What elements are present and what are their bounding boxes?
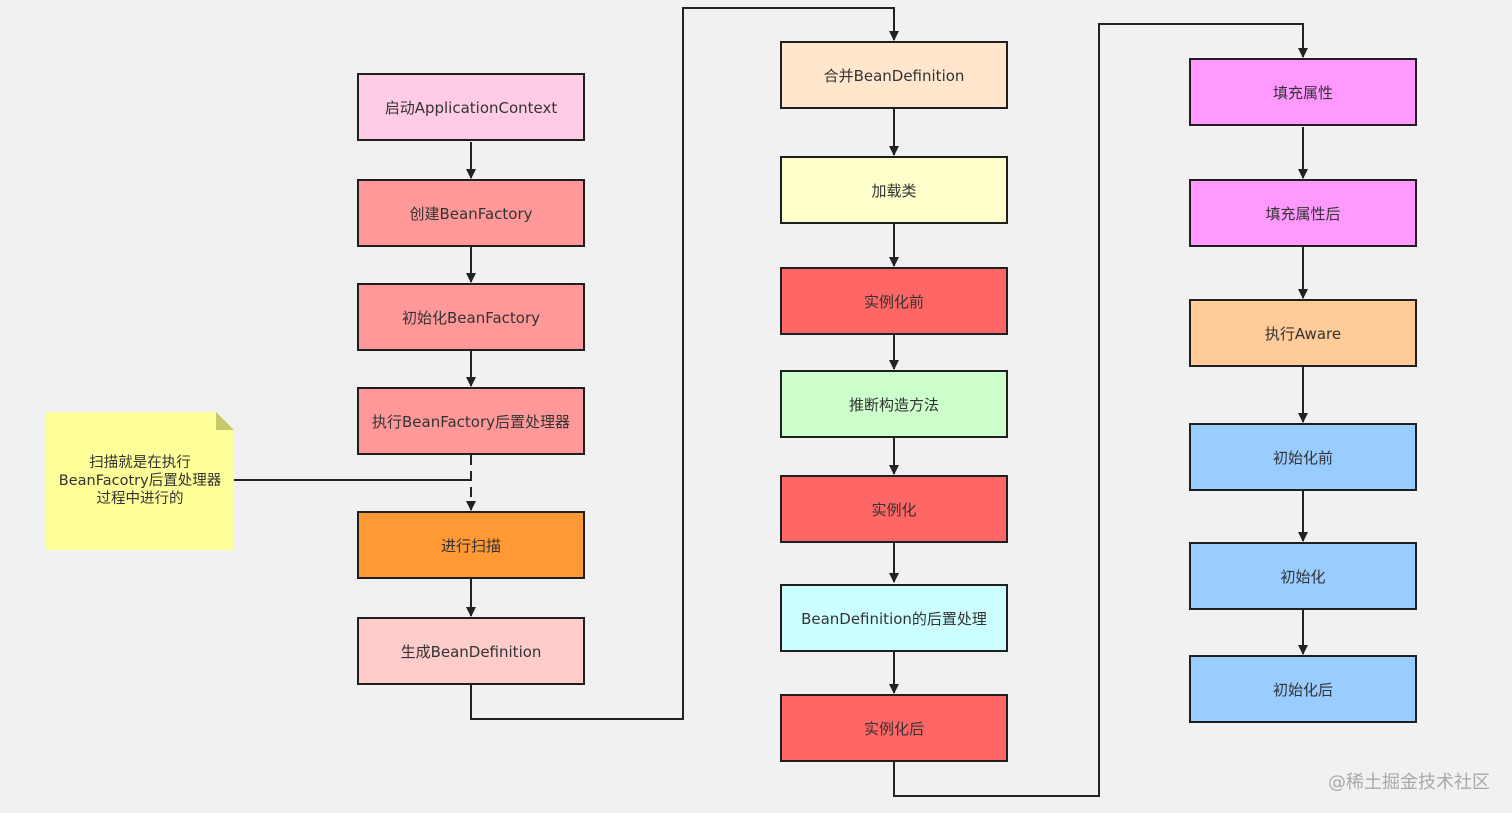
node-label: 初始化BeanFactory [401,308,540,327]
node-label: 创建BeanFactory [409,204,533,223]
node-init[interactable]: 初始化 [1189,542,1417,610]
node-label: 实例化 [871,500,917,519]
node-label: 执行Aware [1264,324,1342,343]
node-load-class[interactable]: 加载类 [780,156,1008,224]
node-label: 执行BeanFactory后置处理器 [371,412,570,431]
node-infer-constructor[interactable]: 推断构造方法 [780,370,1008,438]
node-after-populate[interactable]: 填充属性后 [1189,179,1417,247]
node-label: 初始化前 [1272,448,1333,467]
node-start-context[interactable]: 启动ApplicationContext [357,73,585,141]
node-instantiation[interactable]: 实例化 [780,475,1008,543]
node-before-init[interactable]: 初始化前 [1189,423,1417,491]
node-after-init[interactable]: 初始化后 [1189,655,1417,723]
edge-after-inst-to-populate [893,23,1308,797]
node-label: 实例化后 [863,719,924,738]
node-merge-definition[interactable]: 合并BeanDefinition [780,41,1008,109]
node-label: 进行扫描 [440,536,501,555]
node-run-postprocessors[interactable]: 执行BeanFactory后置处理器 [357,387,585,455]
node-label: 初始化后 [1272,680,1333,699]
node-label: 初始化 [1280,567,1326,586]
edge-generate-to-merge [470,7,899,720]
node-label: BeanDefinition的后置处理 [801,609,987,628]
node-label: 实例化前 [863,292,924,311]
node-label: 启动ApplicationContext [384,98,558,117]
watermark: @稀土掘金技术社区 [1328,772,1490,793]
node-generate-definition[interactable]: 生成BeanDefinition [357,617,585,685]
node-label: 合并BeanDefinition [823,66,965,85]
node-create-beanfactory[interactable]: 创建BeanFactory [357,179,585,247]
node-after-instantiation[interactable]: 实例化后 [780,694,1008,762]
node-populate[interactable]: 填充属性 [1189,58,1417,126]
node-label: 推断构造方法 [848,395,939,414]
node-scan[interactable]: 进行扫描 [357,511,585,579]
note-line-1: 扫描就是在执行 [89,455,191,471]
node-aware[interactable]: 执行Aware [1189,299,1417,367]
node-definition-post[interactable]: BeanDefinition的后置处理 [780,584,1008,652]
node-label: 生成BeanDefinition [400,642,542,661]
node-before-instantiation[interactable]: 实例化前 [780,267,1008,335]
node-label: 填充属性后 [1265,204,1341,223]
node-label: 加载类 [871,181,917,200]
sticky-note[interactable]: 扫描就是在执行 BeanFacotry后置处理器 过程中进行的 [46,412,234,550]
node-init-beanfactory[interactable]: 初始化BeanFactory [357,283,585,351]
node-label: 填充属性 [1272,83,1333,102]
note-line-2: BeanFacotry后置处理器 [58,473,222,489]
note-line-3: 过程中进行的 [96,491,184,507]
